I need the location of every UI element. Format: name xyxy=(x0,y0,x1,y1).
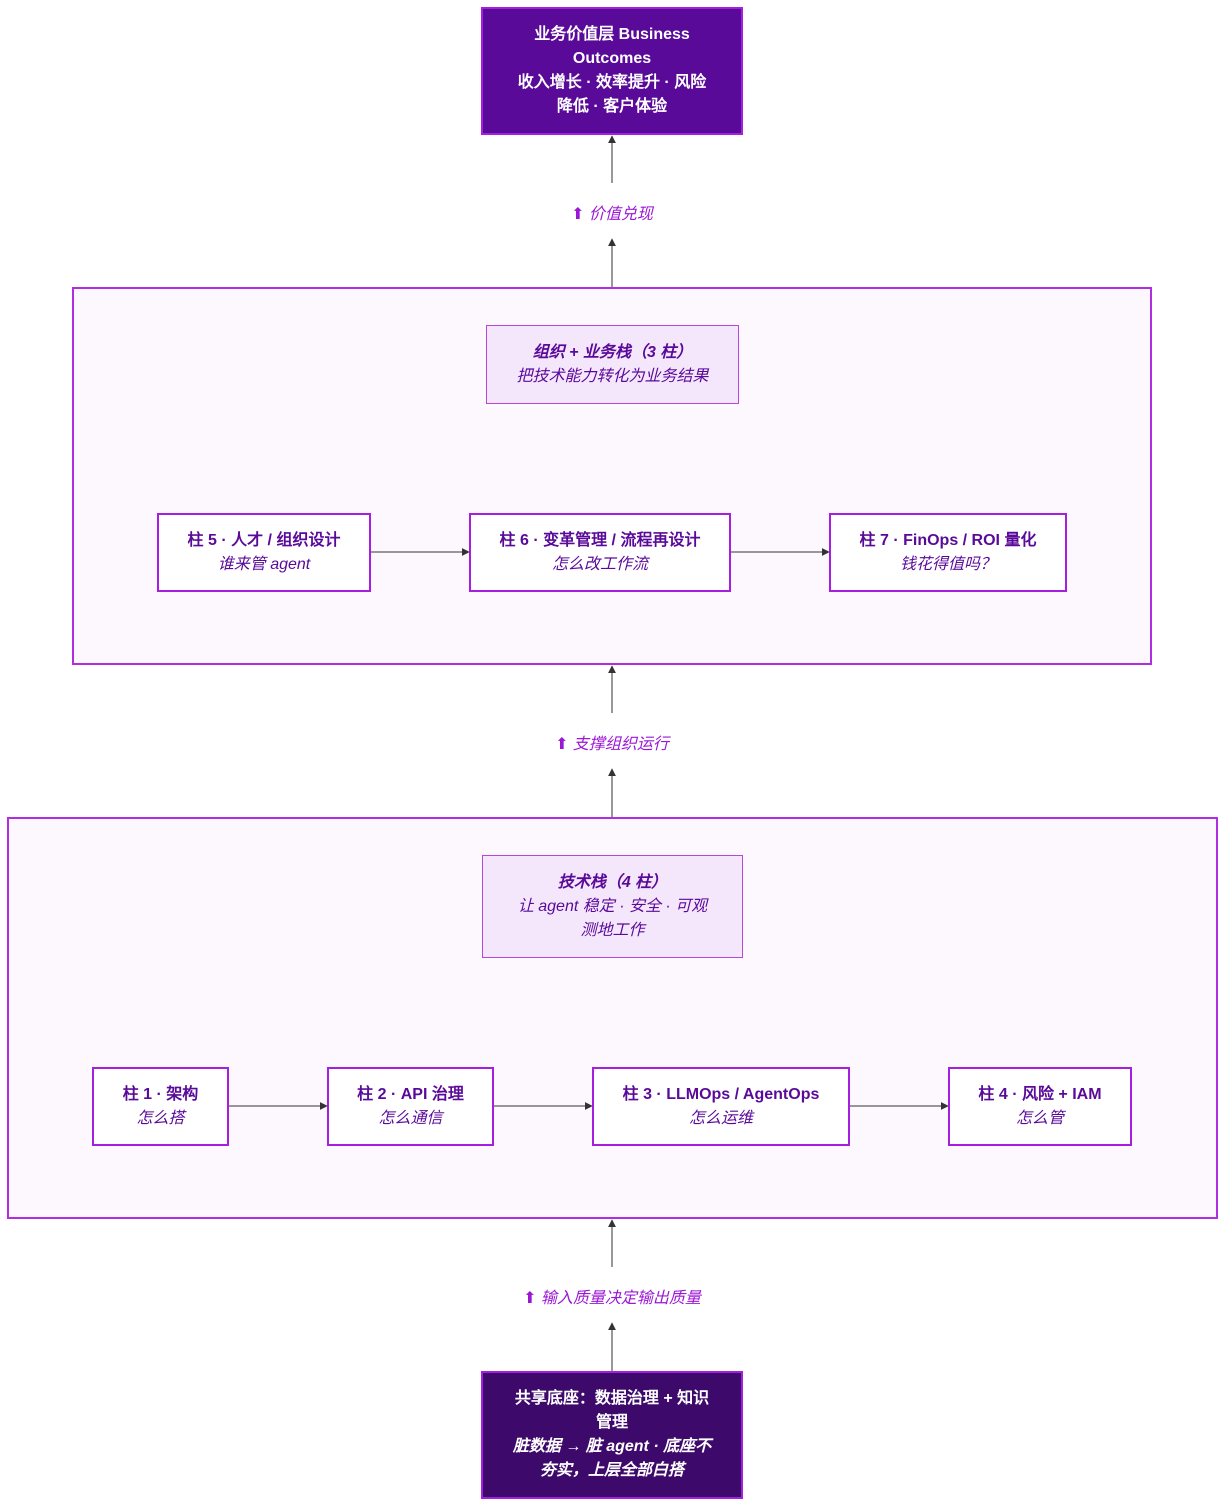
pillar-1-node: 柱 1 · 架构 怎么搭 xyxy=(92,1067,229,1146)
business-outcomes-line4: 降低 · 客户体验 xyxy=(556,98,668,115)
tech-stack-header-subtitle-line2: 测地工作 xyxy=(580,921,645,939)
business-outcomes-node: 业务价值层 Business Outcomes 收入增长 · 效率提升 · 风险… xyxy=(481,7,743,135)
org-stack-header-subtitle: 把技术能力转化为业务结果 xyxy=(516,367,709,385)
edge-label-value: ⬆ 价值兑现 xyxy=(569,200,655,224)
pillar-7-title: 柱 7 · FinOps / ROI 量化 xyxy=(859,531,1037,549)
pillar-7-node: 柱 7 · FinOps / ROI 量化 钱花得值吗？ xyxy=(829,513,1067,592)
pillar-4-node: 柱 4 · 风险 + IAM 怎么管 xyxy=(948,1067,1132,1146)
pillar-5-subtitle: 谁来管 agent xyxy=(217,555,311,573)
shared-foundation-line2: 管理 xyxy=(595,1414,628,1431)
pillar-4-subtitle: 怎么管 xyxy=(1015,1109,1064,1127)
pillar-2-node: 柱 2 · API 治理 怎么通信 xyxy=(327,1067,494,1146)
pillar-3-subtitle: 怎么运维 xyxy=(688,1109,753,1127)
shared-foundation-line4: 夯实，上层全部白搭 xyxy=(539,1462,684,1479)
business-outcomes-line3: 收入增长 · 效率提升 · 风险 xyxy=(517,74,707,91)
pillar-5-title: 柱 5 · 人才 / 组织设计 xyxy=(187,531,341,549)
business-outcomes-line2: Outcomes xyxy=(572,50,652,67)
tech-stack-header: 技术栈（4 柱） 让 agent 稳定 · 安全 · 可观 测地工作 xyxy=(482,855,743,958)
pillar-6-subtitle: 怎么改工作流 xyxy=(551,555,648,573)
shared-foundation-line3: 脏数据 → 脏 agent · 底座不 xyxy=(512,1438,712,1455)
tech-stack-header-subtitle-line1: 让 agent 稳定 · 安全 · 可观 xyxy=(517,897,708,915)
pillar-3-node: 柱 3 · LLMOps / AgentOps 怎么运维 xyxy=(592,1067,850,1146)
pillar-2-subtitle: 怎么通信 xyxy=(378,1109,443,1127)
pillar-3-title: 柱 3 · LLMOps / AgentOps xyxy=(622,1085,820,1103)
business-outcomes-line1: 业务价值层 Business xyxy=(534,26,690,43)
pillar-5-node: 柱 5 · 人才 / 组织设计 谁来管 agent xyxy=(157,513,371,592)
pillar-1-subtitle: 怎么搭 xyxy=(136,1109,185,1127)
edge-label-support: ⬆ 支撑组织运行 xyxy=(553,730,671,754)
shared-foundation-node: 共享底座：数据治理 + 知识 管理 脏数据 → 脏 agent · 底座不 夯实… xyxy=(481,1371,743,1499)
pillar-6-node: 柱 6 · 变革管理 / 流程再设计 怎么改工作流 xyxy=(469,513,731,592)
pillar-1-title: 柱 1 · 架构 xyxy=(122,1085,199,1103)
org-stack-header-title: 组织 + 业务栈（3 柱） xyxy=(532,343,693,361)
tech-stack-header-title: 技术栈（4 柱） xyxy=(557,873,668,891)
pillar-7-subtitle: 钱花得值吗？ xyxy=(899,555,996,573)
shared-foundation-line1: 共享底座：数据治理 + 知识 xyxy=(514,1390,710,1407)
pillar-6-title: 柱 6 · 变革管理 / 流程再设计 xyxy=(499,531,701,549)
pillar-4-title: 柱 4 · 风险 + IAM xyxy=(978,1085,1102,1103)
org-stack-header: 组织 + 业务栈（3 柱） 把技术能力转化为业务结果 xyxy=(486,325,739,404)
pillar-2-title: 柱 2 · API 治理 xyxy=(357,1085,464,1103)
edge-label-input: ⬆ 输入质量决定输出质量 xyxy=(521,1284,703,1308)
